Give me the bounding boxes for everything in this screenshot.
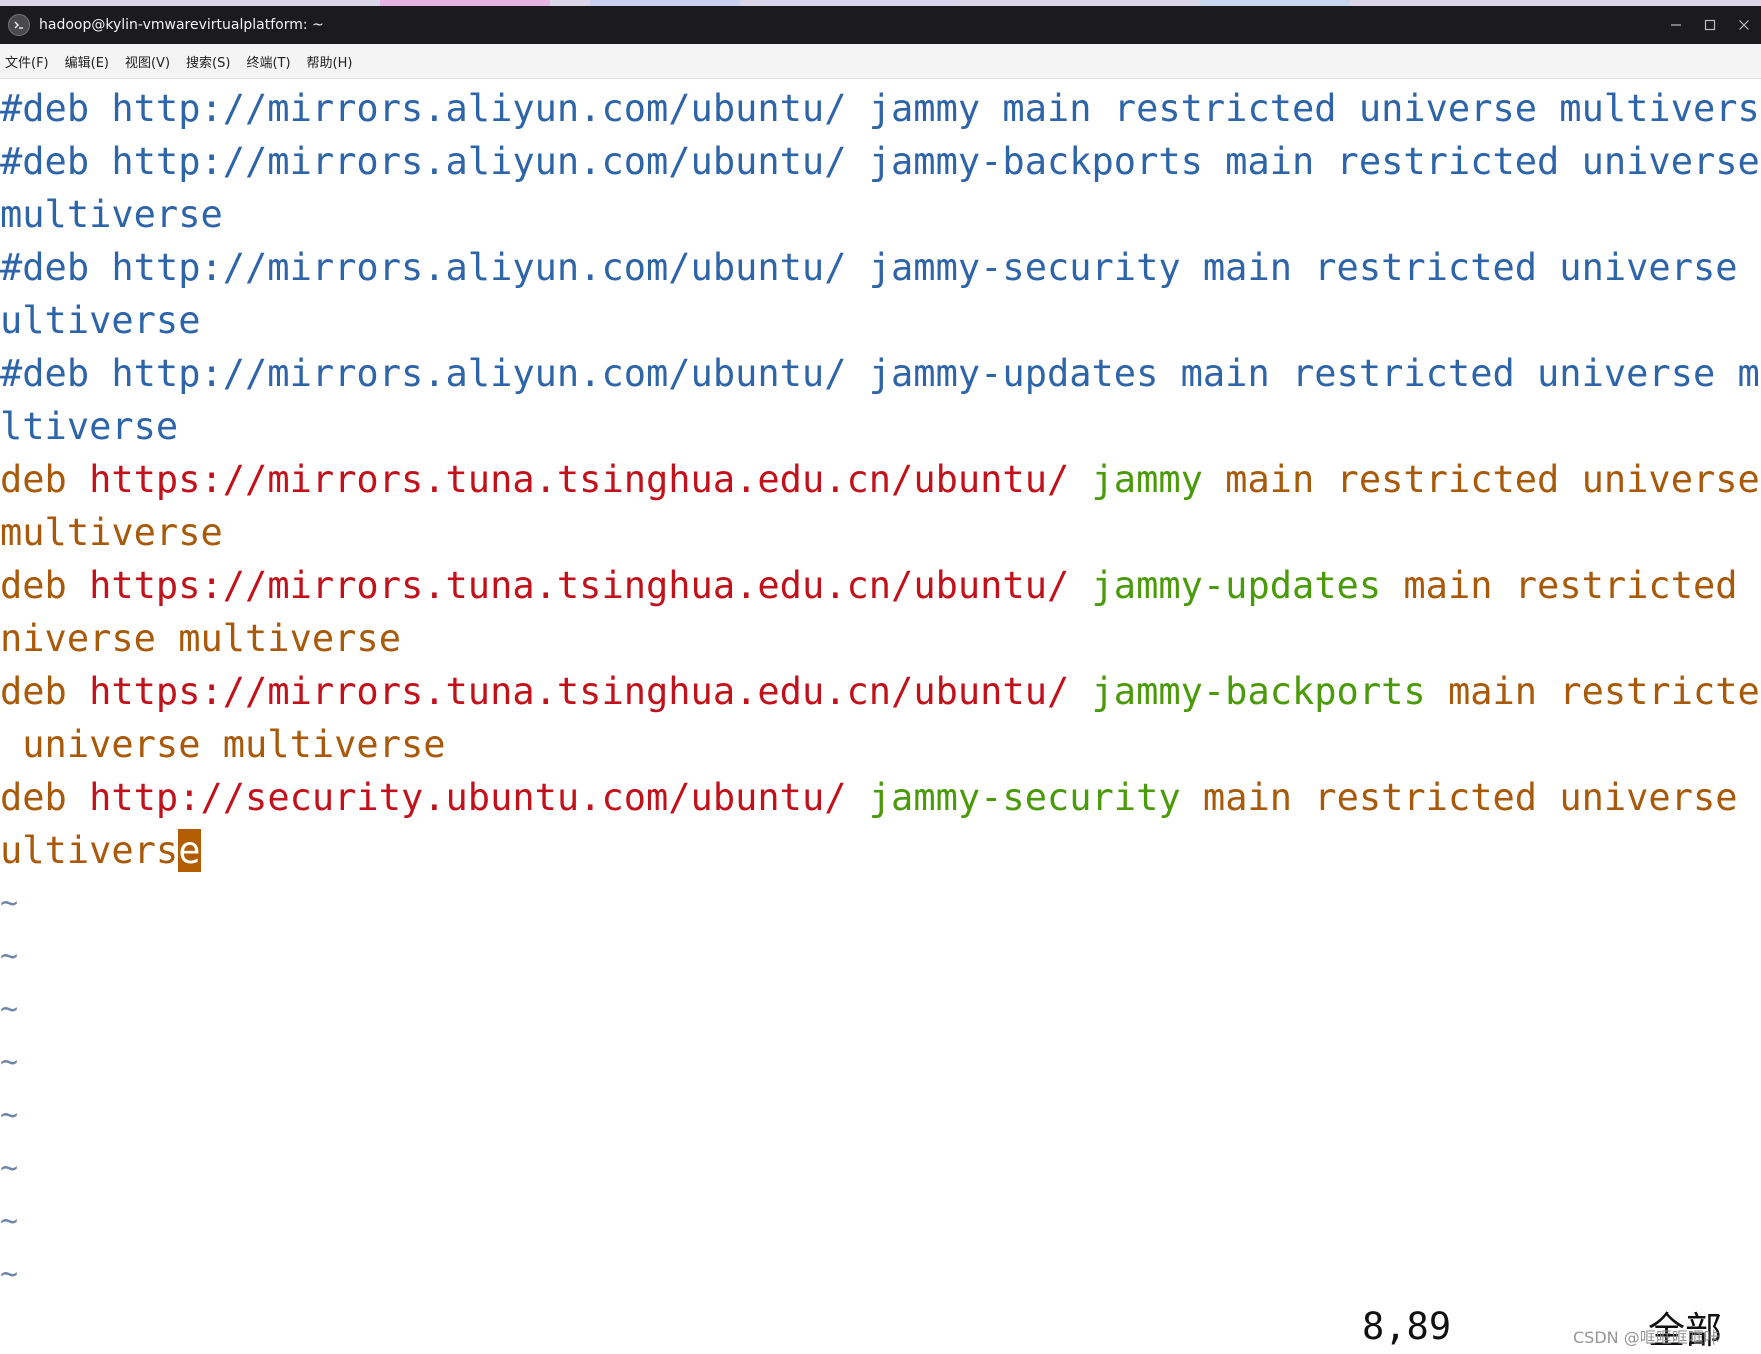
- editor-line: niverse multiverse: [0, 612, 1761, 665]
- editor-line: universe multiverse: [0, 718, 1761, 771]
- maximize-button[interactable]: [1693, 6, 1727, 44]
- window-title: hadoop@kylin-vmwarevirtualplatform: ~: [39, 17, 324, 33]
- menu-help[interactable]: 帮助(H): [306, 55, 353, 71]
- editor-line: #deb http://mirrors.aliyun.com/ubuntu/ j…: [0, 241, 1761, 294]
- close-button[interactable]: [1727, 6, 1761, 44]
- watermark: CSDN @哐哐哐哐咔: [1573, 1328, 1720, 1347]
- empty-line-marker: ~: [0, 1151, 19, 1186]
- maximize-icon: [1704, 19, 1716, 31]
- line-segment: ultivers: [0, 829, 179, 872]
- window-controls: [1659, 6, 1761, 44]
- line-segment: jammy-backports: [1069, 670, 1426, 713]
- line-segment: deb: [0, 776, 90, 819]
- cursor-position: 8,89: [1362, 1305, 1452, 1348]
- editor-line: multiverse: [0, 506, 1761, 559]
- line-segment: main restricted: [1425, 670, 1761, 713]
- line-segment: multiverse: [0, 193, 223, 236]
- close-icon: [1739, 20, 1749, 30]
- line-segment: ultiverse: [0, 299, 201, 342]
- empty-line-marker: ~: [0, 1045, 19, 1080]
- line-segment: niverse multiverse: [0, 617, 401, 660]
- line-segment: https://mirrors.tuna.tsinghua.edu.cn/ubu…: [89, 670, 1070, 713]
- menu-edit[interactable]: 编辑(E): [64, 55, 109, 71]
- minimize-icon: [1671, 24, 1681, 26]
- scroll-percent: 全部: [1648, 1309, 1722, 1352]
- editor-line: ultiverse: [0, 824, 1761, 877]
- terminal-icon: [8, 14, 30, 36]
- editor-line: deb https://mirrors.tuna.tsinghua.edu.cn…: [0, 559, 1761, 612]
- line-segment: deb: [0, 458, 90, 501]
- minimize-button[interactable]: [1659, 6, 1693, 44]
- line-segment: #deb http://mirrors.aliyun.com/ubuntu/ j…: [0, 352, 1761, 395]
- line-segment: deb: [0, 670, 90, 713]
- menubar: 文件(F) 编辑(E) 视图(V) 搜索(S) 终端(T) 帮助(H): [0, 44, 1761, 79]
- line-segment: main restricted universe: [1202, 458, 1761, 501]
- editor-line: #deb http://mirrors.aliyun.com/ubuntu/ j…: [0, 135, 1761, 188]
- vim-editor-area[interactable]: #deb http://mirrors.aliyun.com/ubuntu/ j…: [0, 82, 1761, 1292]
- empty-line-marker: ~: [0, 939, 19, 974]
- editor-line: multiverse: [0, 188, 1761, 241]
- editor-line: ultiverse: [0, 294, 1761, 347]
- line-segment: http://security.ubuntu.com/ubuntu/: [89, 776, 847, 819]
- line-segment: deb: [0, 564, 90, 607]
- editor-line: ltiverse: [0, 400, 1761, 453]
- empty-line-marker: ~: [0, 1204, 19, 1239]
- line-segment: multiverse: [0, 511, 223, 554]
- empty-line-marker: ~: [0, 992, 19, 1027]
- menu-terminal[interactable]: 终端(T): [246, 55, 291, 71]
- window-titlebar[interactable]: hadoop@kylin-vmwarevirtualplatform: ~: [0, 6, 1761, 44]
- line-segment: main restricted u: [1381, 564, 1761, 607]
- editor-line: deb https://mirrors.tuna.tsinghua.edu.cn…: [0, 665, 1761, 718]
- editor-line: #deb http://mirrors.aliyun.com/ubuntu/ j…: [0, 347, 1761, 400]
- line-segment: #deb http://mirrors.aliyun.com/ubuntu/ j…: [0, 87, 1761, 130]
- empty-line-marker: ~: [0, 1098, 19, 1133]
- line-segment: main restricted universe m: [1180, 776, 1761, 819]
- empty-line-marker: ~: [0, 1257, 19, 1292]
- line-segment: https://mirrors.tuna.tsinghua.edu.cn/ubu…: [89, 458, 1070, 501]
- desktop-background-strip: [0, 0, 1761, 6]
- editor-line: deb https://mirrors.tuna.tsinghua.edu.cn…: [0, 453, 1761, 506]
- empty-line-marker: ~: [0, 886, 19, 921]
- line-segment: #deb http://mirrors.aliyun.com/ubuntu/ j…: [0, 140, 1761, 183]
- text-cursor: e: [178, 829, 201, 872]
- line-segment: jammy-security: [846, 776, 1181, 819]
- line-segment: ltiverse: [0, 405, 179, 448]
- menu-file[interactable]: 文件(F): [5, 55, 49, 71]
- line-segment: jammy-updates: [1069, 564, 1382, 607]
- menu-search[interactable]: 搜索(S): [186, 55, 231, 71]
- line-segment: universe multiverse: [0, 723, 446, 766]
- line-segment: jammy: [1069, 458, 1203, 501]
- line-segment: https://mirrors.tuna.tsinghua.edu.cn/ubu…: [89, 564, 1070, 607]
- editor-line: deb http://security.ubuntu.com/ubuntu/ j…: [0, 771, 1761, 824]
- line-segment: #deb http://mirrors.aliyun.com/ubuntu/ j…: [0, 246, 1761, 289]
- menu-view[interactable]: 视图(V): [124, 55, 171, 71]
- editor-line: #deb http://mirrors.aliyun.com/ubuntu/ j…: [0, 82, 1761, 135]
